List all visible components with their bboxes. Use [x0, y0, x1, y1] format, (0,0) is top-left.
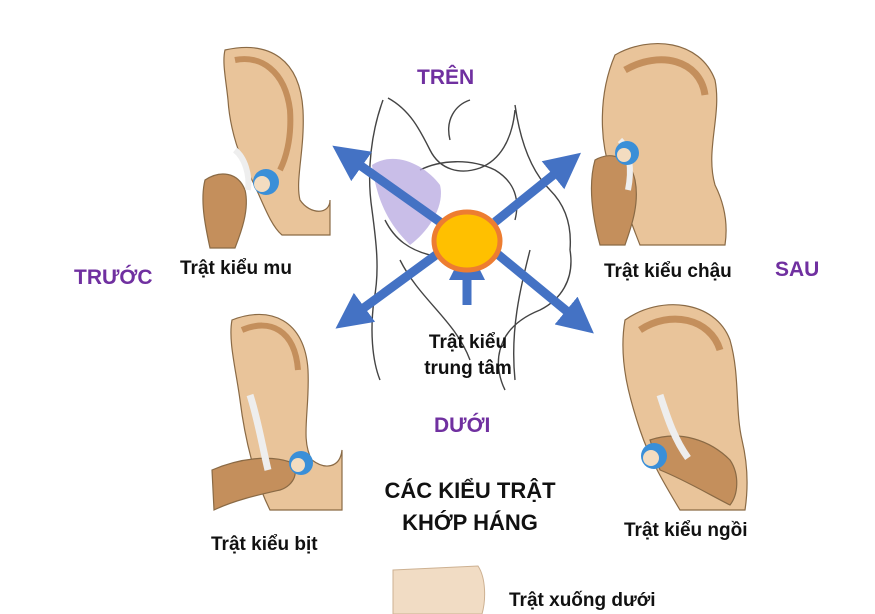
hip-illustration-below-partial [392, 565, 486, 614]
femoral-head-center [431, 209, 503, 273]
label-ischial-dislocation: Trật kiểu ngồi [624, 520, 748, 541]
direction-label-front: TRƯỚC [74, 266, 153, 289]
title-line2: KHỚP HÁNG [402, 510, 538, 535]
arrow-top-left [332, 145, 443, 226]
label-iliac-dislocation: Trật kiểu chậu [604, 261, 732, 282]
label-central-line2: trung tâm [424, 358, 512, 379]
direction-label-top: TRÊN [417, 66, 475, 89]
arrow-bottom-left [335, 248, 443, 329]
label-inferior-dislocation: Trật xuống dưới [509, 590, 656, 611]
arrow-top-right [492, 152, 582, 226]
hip-illustration-bottom-left [211, 313, 343, 511]
direction-label-back: SAU [775, 258, 820, 281]
direction-label-bottom: DƯỚI [434, 414, 491, 437]
hip-illustration-bottom-right [622, 304, 748, 511]
label-central-dislocation: Trật kiểu trung tâm [400, 330, 536, 382]
label-pubic-dislocation: Trật kiểu mu [180, 258, 292, 279]
hip-illustration-top-left [202, 46, 331, 249]
label-obturator-dislocation: Trật kiểu bịt [211, 534, 318, 555]
hip-illustration-top-right [590, 43, 727, 246]
label-central-line1: Trật kiểu [428, 332, 508, 353]
diagram-title: CÁC KIỂU TRẬT KHỚP HÁNG [362, 475, 578, 539]
arrow-bottom-right [492, 248, 594, 334]
title-line1: CÁC KIỂU TRẬT [384, 478, 556, 503]
